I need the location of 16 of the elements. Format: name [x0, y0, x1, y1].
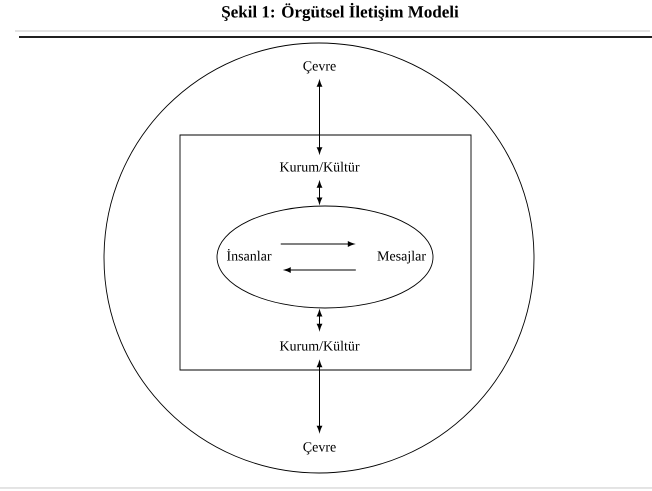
title: Şekil 1: Örgütsel İletişim Modeli [222, 2, 459, 22]
arrow [316, 360, 322, 432]
arrow [280, 241, 354, 247]
arrow [316, 80, 322, 154]
node-label: Kurum/Kültür [280, 340, 360, 351]
ellipse-outline [216, 206, 434, 308]
rectangle-frame [180, 134, 472, 370]
node-label: Kurum/Kültür [280, 162, 360, 172]
arrow [316, 181, 322, 204]
node-label: İnsanlar [226, 248, 272, 261]
arrow [284, 267, 356, 273]
arrow [316, 310, 322, 330]
node-label: Çevre [303, 61, 336, 74]
circle-outline [104, 42, 534, 474]
node-label: Mesajlar [377, 250, 426, 264]
node-label: Çevre [303, 442, 336, 454]
